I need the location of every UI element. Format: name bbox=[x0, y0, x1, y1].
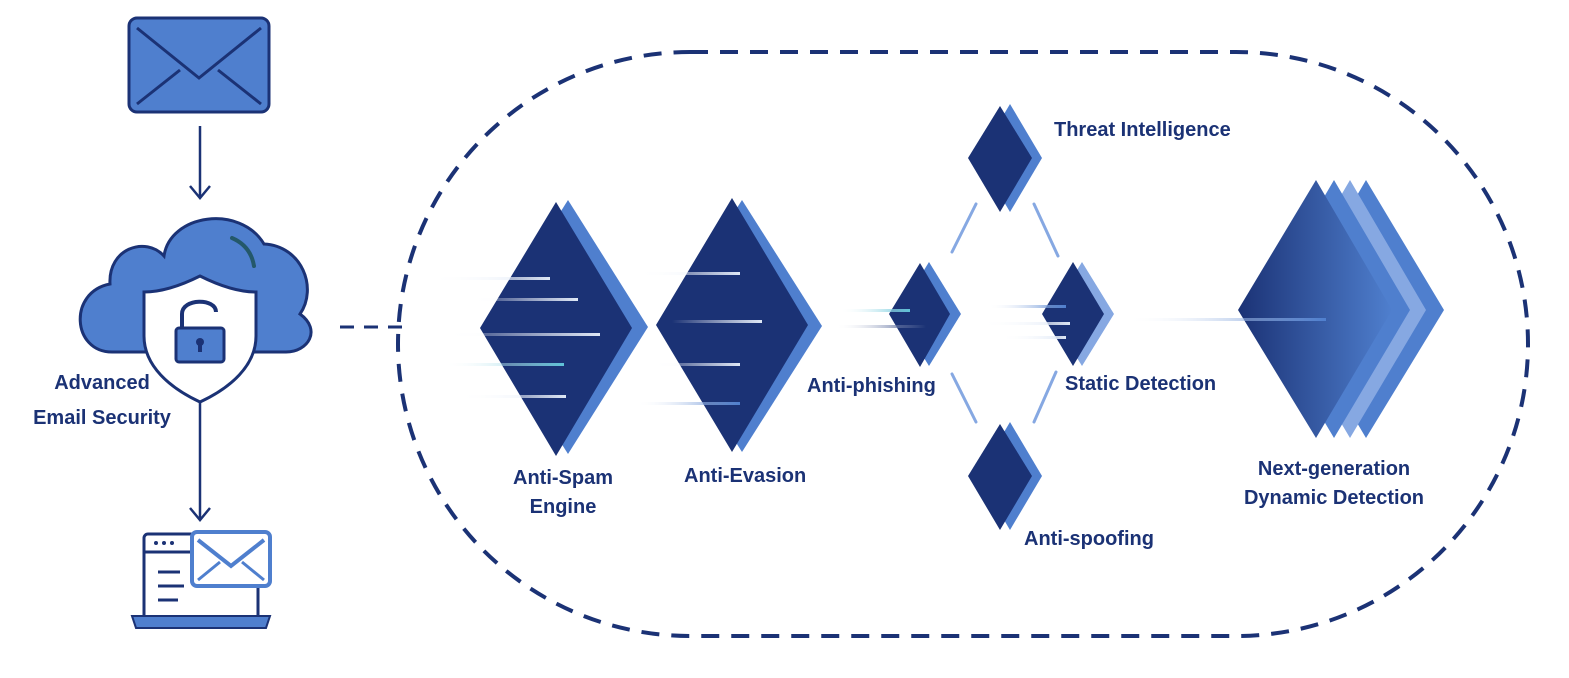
security-label-line1: Advanced bbox=[54, 372, 150, 394]
anti-phishing-label: Anti-phishing bbox=[807, 375, 936, 397]
threat-intelligence-label: Threat Intelligence bbox=[1054, 119, 1231, 141]
next-gen-diamond-stack bbox=[1238, 180, 1444, 438]
arrow-down-icon bbox=[189, 402, 211, 522]
anti-spam-speed-lines bbox=[428, 277, 600, 398]
arrow-down-icon bbox=[189, 126, 211, 200]
next-gen-label-line1: Next-generation bbox=[1257, 458, 1411, 480]
cloud-shield-padlock-icon bbox=[78, 217, 313, 404]
security-label: Advanced Email Security bbox=[22, 369, 182, 433]
next-gen-label-line2: Dynamic Detection bbox=[1243, 487, 1425, 509]
anti-phishing-speed-lines bbox=[836, 309, 926, 328]
anti-evasion-diamond bbox=[656, 198, 822, 452]
anti-spam-label-line1: Anti-Spam bbox=[513, 467, 613, 489]
static-detection-diamond bbox=[1042, 262, 1114, 366]
threat-intelligence-diamond bbox=[968, 104, 1042, 212]
anti-spoofing-diamond bbox=[968, 422, 1042, 530]
anti-spam-label-line2: Engine bbox=[529, 496, 597, 518]
branch-connectors bbox=[950, 202, 1060, 424]
anti-evasion-label: Anti-Evasion bbox=[684, 465, 807, 487]
next-gen-label: Next-generation Dynamic Detection bbox=[1224, 455, 1444, 513]
anti-spam-label: Anti-Spam Engine bbox=[488, 464, 638, 522]
anti-evasion-speed-lines bbox=[636, 272, 762, 405]
anti-spoofing-label: Anti-spoofing bbox=[1024, 528, 1154, 550]
laptop-envelope-icon bbox=[130, 530, 272, 629]
static-detection-label: Static Detection bbox=[1065, 373, 1217, 395]
anti-phishing-diamond bbox=[889, 262, 961, 367]
next-gen-speed-line bbox=[1126, 318, 1326, 321]
pipeline-boundary bbox=[396, 50, 1530, 638]
incoming-envelope-icon bbox=[127, 16, 271, 114]
anti-spam-diamond bbox=[480, 200, 648, 456]
static-detection-speed-lines bbox=[980, 305, 1070, 339]
security-label-line2: Email Security bbox=[33, 407, 171, 429]
